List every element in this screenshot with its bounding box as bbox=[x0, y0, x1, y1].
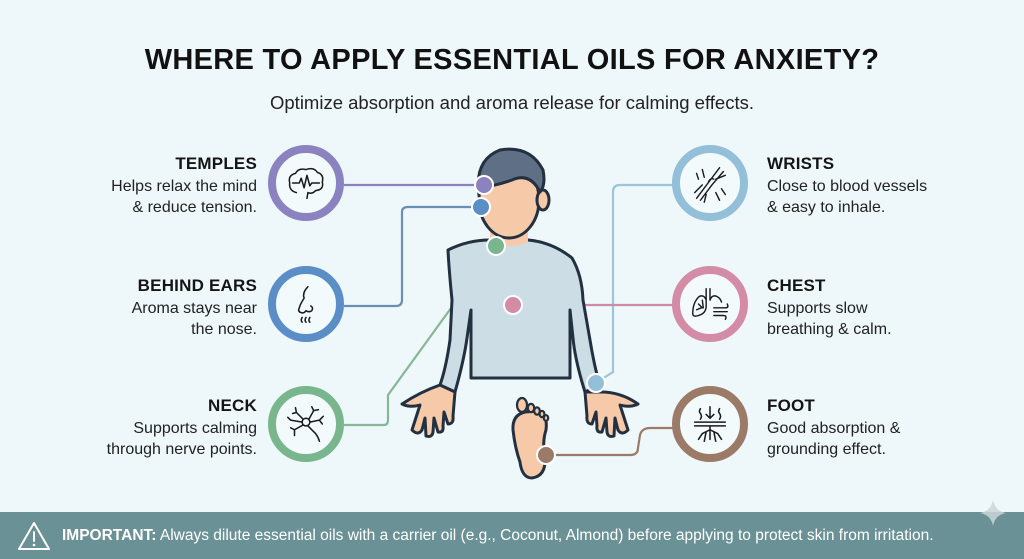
brain-pulse-icon bbox=[288, 167, 324, 200]
connector-behind-ears bbox=[344, 205, 480, 308]
blood-vessels-icon bbox=[693, 166, 727, 203]
banner-message: Always dilute essential oils with a carr… bbox=[156, 526, 934, 544]
nose-aroma-icon bbox=[297, 285, 314, 323]
foot-icon-ring bbox=[672, 386, 748, 462]
temples-icon-ring bbox=[268, 145, 344, 221]
connector-foot bbox=[546, 426, 680, 457]
dot-chest bbox=[503, 295, 523, 315]
left-hand bbox=[400, 383, 457, 438]
grounding-roots-icon bbox=[693, 405, 727, 443]
dot-foot bbox=[536, 445, 556, 465]
point-desc-1: Helps relax the mind bbox=[111, 178, 257, 195]
wrists-icon-ring bbox=[672, 145, 748, 221]
neck-icon-ring bbox=[268, 386, 344, 462]
lungs-breath-icon bbox=[692, 287, 729, 321]
point-desc-2: through nerve points. bbox=[106, 441, 257, 458]
page-title: WHERE TO APPLY ESSENTIAL OILS FOR ANXIET… bbox=[144, 44, 880, 76]
banner-strong: IMPORTANT: bbox=[62, 526, 157, 544]
torso bbox=[438, 238, 602, 394]
dot-behind-ears bbox=[471, 197, 491, 217]
foot-shape bbox=[511, 409, 548, 480]
chest-icon-ring bbox=[672, 266, 748, 342]
point-desc-2: grounding effect. bbox=[767, 441, 886, 458]
warning-triangle-icon bbox=[18, 521, 50, 550]
point-temples: TEMPLES Helps relax the mind & reduce te… bbox=[0, 154, 257, 218]
neuron-icon bbox=[287, 405, 325, 443]
point-desc-1: Good absorption & bbox=[767, 420, 901, 437]
ear bbox=[535, 188, 551, 212]
point-desc-1: Aroma stays near bbox=[131, 300, 257, 317]
point-desc-2: breathing & calm. bbox=[767, 321, 892, 338]
dot-wrists bbox=[586, 373, 606, 393]
point-title: NECK bbox=[208, 396, 257, 415]
behind-ears-icon-ring bbox=[268, 266, 344, 342]
point-desc-2: & easy to inhale. bbox=[767, 199, 886, 216]
connector-neck bbox=[344, 245, 497, 427]
point-foot: FOOT Good absorption & grounding effect. bbox=[767, 396, 1024, 460]
point-title: FOOT bbox=[767, 396, 816, 415]
point-desc-1: Supports calming bbox=[133, 420, 257, 437]
dot-neck bbox=[486, 236, 506, 256]
point-title: CHEST bbox=[767, 276, 826, 295]
important-banner: IMPORTANT: Always dilute essential oils … bbox=[0, 512, 1024, 559]
point-desc-1: Supports slow bbox=[767, 300, 868, 317]
point-wrists: WRISTS Close to blood vessels & easy to … bbox=[767, 154, 1024, 218]
connector-wrists bbox=[596, 183, 680, 383]
point-title: BEHIND EARS bbox=[137, 276, 257, 295]
hair bbox=[476, 147, 546, 197]
point-desc-2: & reduce tension. bbox=[132, 199, 257, 216]
point-chest: CHEST Supports slow breathing & calm. bbox=[767, 276, 1024, 340]
point-title: TEMPLES bbox=[175, 154, 257, 173]
banner-text: IMPORTANT: Always dilute essential oils … bbox=[62, 527, 934, 545]
page-subtitle: Optimize absorption and aroma release fo… bbox=[270, 92, 754, 113]
point-desc-2: the nose. bbox=[191, 321, 257, 338]
dot-temples bbox=[474, 175, 494, 195]
point-neck: NECK Supports calming through nerve poin… bbox=[0, 396, 257, 460]
point-desc-1: Close to blood vessels bbox=[767, 178, 928, 195]
point-title: WRISTS bbox=[767, 154, 835, 173]
person-figure bbox=[400, 147, 640, 480]
sparkle-icon bbox=[980, 500, 1006, 526]
point-behind-ears: BEHIND EARS Aroma stays near the nose. bbox=[0, 276, 257, 340]
right-hand bbox=[583, 390, 640, 438]
